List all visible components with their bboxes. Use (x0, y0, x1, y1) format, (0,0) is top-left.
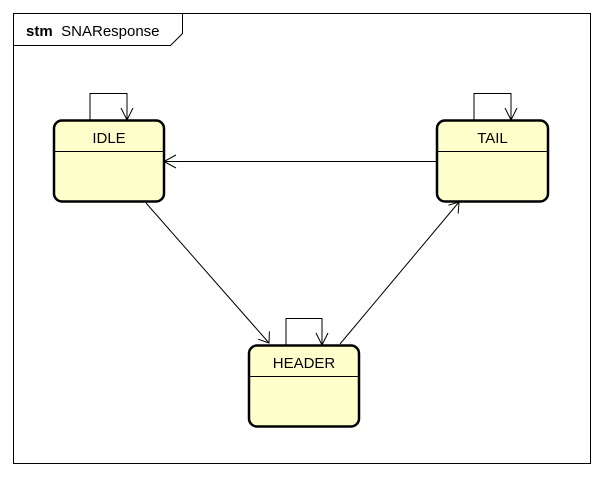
state-header[interactable]: HEADER (247, 344, 361, 428)
frame-title: stm SNAResponse (26, 23, 160, 40)
state-idle[interactable]: IDLE (52, 119, 166, 203)
state-header-label: HEADER (273, 355, 336, 372)
state-idle-label: IDLE (92, 130, 125, 147)
state-tail-label: TAIL (477, 130, 508, 147)
frame-name-tab (13, 13, 183, 46)
frame-keyword: stm (26, 23, 53, 40)
state-tail[interactable]: TAIL (435, 119, 550, 203)
transition-idle-to-header[interactable] (145, 202, 270, 344)
state-idle-box[interactable] (52, 119, 166, 203)
frame-name: SNAResponse (61, 23, 159, 40)
state-header-box[interactable] (247, 344, 361, 428)
state-tail-box[interactable] (435, 119, 550, 203)
